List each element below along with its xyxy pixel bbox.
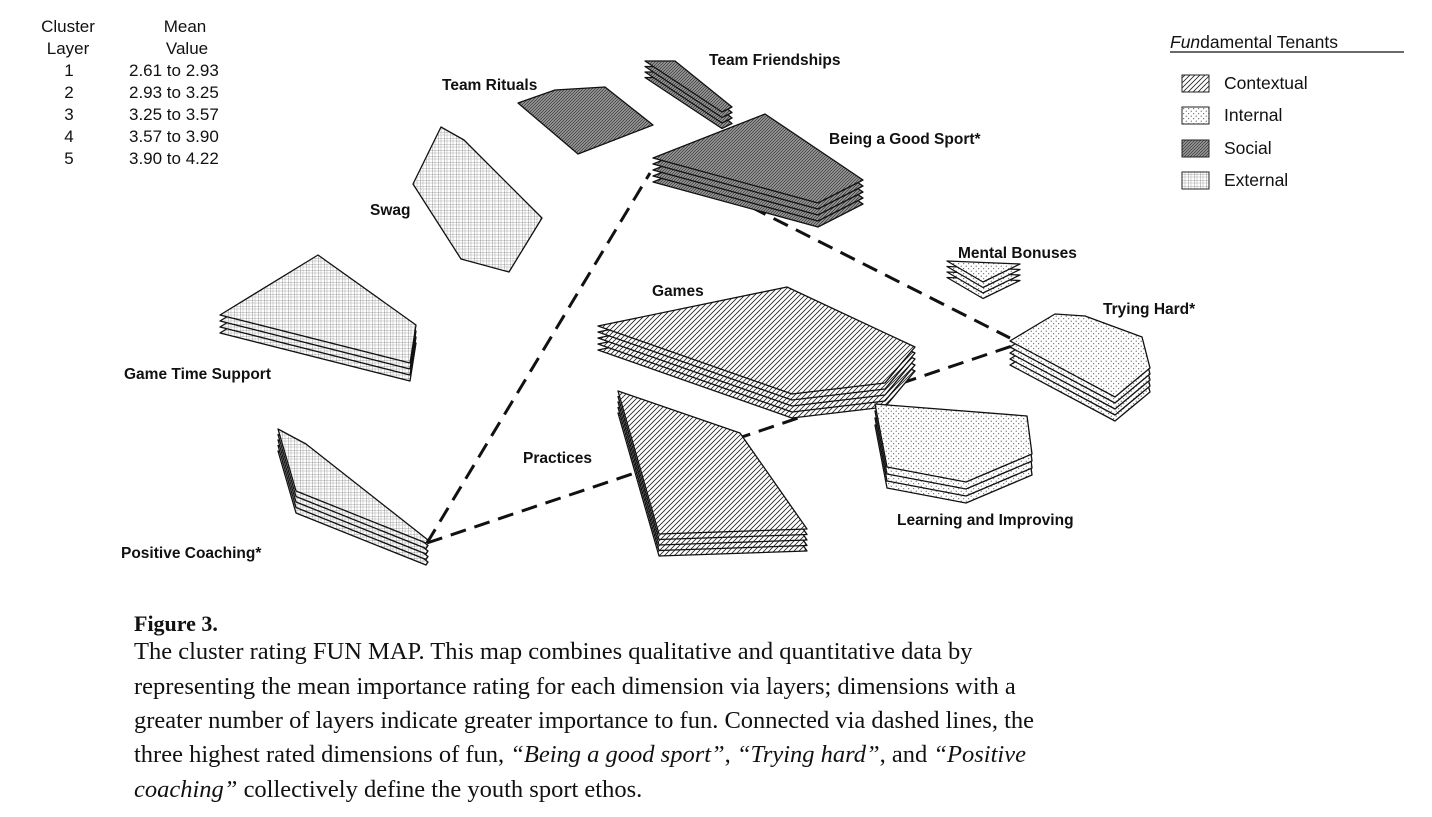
legend-item-label: Social bbox=[1224, 138, 1272, 158]
caption-text: collectively define the youth sport etho… bbox=[237, 776, 643, 803]
cluster-layer bbox=[617, 390, 808, 535]
cluster-practices bbox=[617, 390, 808, 557]
legend-item-label: Contextual bbox=[1224, 73, 1308, 93]
cluster-learning-and-improving bbox=[874, 403, 1033, 504]
cluster-polygons bbox=[219, 60, 1151, 566]
cluster-layer bbox=[1009, 313, 1151, 398]
cluster-label-being-a-good-sport: Being a Good Sport* bbox=[829, 131, 982, 148]
figure-title: Figure 3. bbox=[134, 611, 218, 636]
cluster-game-time-support bbox=[219, 254, 417, 382]
legend-title-italic: Fun bbox=[1170, 32, 1200, 52]
table-row-layer: 3 bbox=[64, 105, 73, 124]
cluster-label-positive-coaching: Positive Coaching* bbox=[121, 545, 262, 562]
table-row-range: 3.57 to 3.90 bbox=[129, 127, 219, 146]
cluster-layer bbox=[946, 260, 1021, 283]
cluster-label-mental-bonuses: Mental Bonuses bbox=[958, 245, 1077, 262]
caption-line: coaching” collectively define the youth … bbox=[134, 776, 643, 803]
caption-quote-trying-hard: “Trying hard” bbox=[736, 741, 880, 768]
cluster-trying-hard bbox=[1009, 313, 1151, 422]
caption-quote-coaching: coaching” bbox=[134, 776, 238, 803]
caption-quote-positive: “Positive bbox=[933, 741, 1026, 768]
cluster-swag bbox=[412, 126, 543, 273]
cluster-being-a-good-sport bbox=[652, 113, 864, 228]
cluster-games bbox=[597, 286, 916, 419]
cluster-labels: Team Friendships Team Rituals Being a Go… bbox=[121, 52, 1196, 562]
cluster-label-game-time-support: Game Time Support bbox=[124, 366, 271, 383]
cluster-label-team-friendships: Team Friendships bbox=[709, 52, 841, 69]
cluster-layer-table: Cluster Layer Mean Value 1 2.61 to 2.93 … bbox=[41, 17, 219, 168]
cluster-layer bbox=[597, 286, 916, 395]
legend-swatch-external bbox=[1181, 171, 1210, 190]
cluster-mental-bonuses bbox=[946, 260, 1021, 300]
table-header-layer: Layer bbox=[47, 39, 90, 58]
caption-text: , bbox=[724, 741, 737, 768]
table-row-range: 2.93 to 3.25 bbox=[129, 83, 219, 102]
legend-title: Fundamental Tenants bbox=[1170, 32, 1338, 52]
caption-line: three highest rated dimensions of fun, “… bbox=[134, 741, 1026, 768]
legend: Fundamental Tenants Contextual Internal … bbox=[1170, 32, 1404, 190]
table-row-layer: 4 bbox=[64, 127, 73, 146]
cluster-label-games: Games bbox=[652, 283, 704, 300]
legend-item-label: External bbox=[1224, 170, 1288, 190]
caption-line: greater number of layers indicate greate… bbox=[134, 707, 1035, 734]
legend-title-rest: damental Tenants bbox=[1200, 32, 1338, 52]
legend-swatch-social bbox=[1181, 139, 1210, 158]
dashed-line-coaching-sport bbox=[425, 172, 652, 544]
caption-quote-good-sport: “Being a good sport” bbox=[510, 741, 725, 768]
cluster-label-team-rituals: Team Rituals bbox=[442, 77, 537, 94]
cluster-label-trying-hard: Trying Hard* bbox=[1103, 301, 1196, 318]
table-row-range: 3.25 to 3.57 bbox=[129, 105, 219, 124]
cluster-team-rituals bbox=[517, 86, 654, 155]
table-header-cluster: Cluster bbox=[41, 17, 95, 36]
table-row-range: 3.90 to 4.22 bbox=[129, 149, 219, 168]
cluster-layer bbox=[652, 113, 864, 204]
cluster-layer bbox=[517, 86, 654, 155]
cluster-label-swag: Swag bbox=[370, 202, 410, 219]
caption-text: three highest rated dimensions of fun, bbox=[134, 741, 511, 768]
caption-line: representing the mean importance rating … bbox=[134, 673, 1016, 700]
legend-swatch-contextual bbox=[1181, 74, 1210, 93]
cluster-label-learning-and-improving: Learning and Improving bbox=[897, 512, 1074, 529]
cluster-positive-coaching bbox=[277, 428, 429, 566]
cluster-team-friendships bbox=[644, 60, 733, 130]
table-row-layer: 1 bbox=[64, 61, 73, 80]
table-header-mean: Mean bbox=[164, 17, 207, 36]
legend-item-label: Internal bbox=[1224, 105, 1282, 125]
caption-line: The cluster rating FUN MAP. This map com… bbox=[134, 638, 973, 665]
cluster-layer bbox=[219, 254, 417, 364]
cluster-label-practices: Practices bbox=[523, 450, 592, 467]
table-row-range: 2.61 to 2.93 bbox=[129, 61, 219, 80]
legend-swatch-internal bbox=[1181, 106, 1210, 125]
cluster-layer bbox=[412, 126, 543, 273]
table-row-layer: 5 bbox=[64, 149, 73, 168]
table-row-layer: 2 bbox=[64, 83, 73, 102]
caption-text: , and bbox=[879, 741, 934, 768]
cluster-layer bbox=[277, 428, 429, 544]
table-header-value: Value bbox=[166, 39, 208, 58]
cluster-layer bbox=[644, 60, 733, 113]
cluster-layer bbox=[874, 403, 1033, 483]
